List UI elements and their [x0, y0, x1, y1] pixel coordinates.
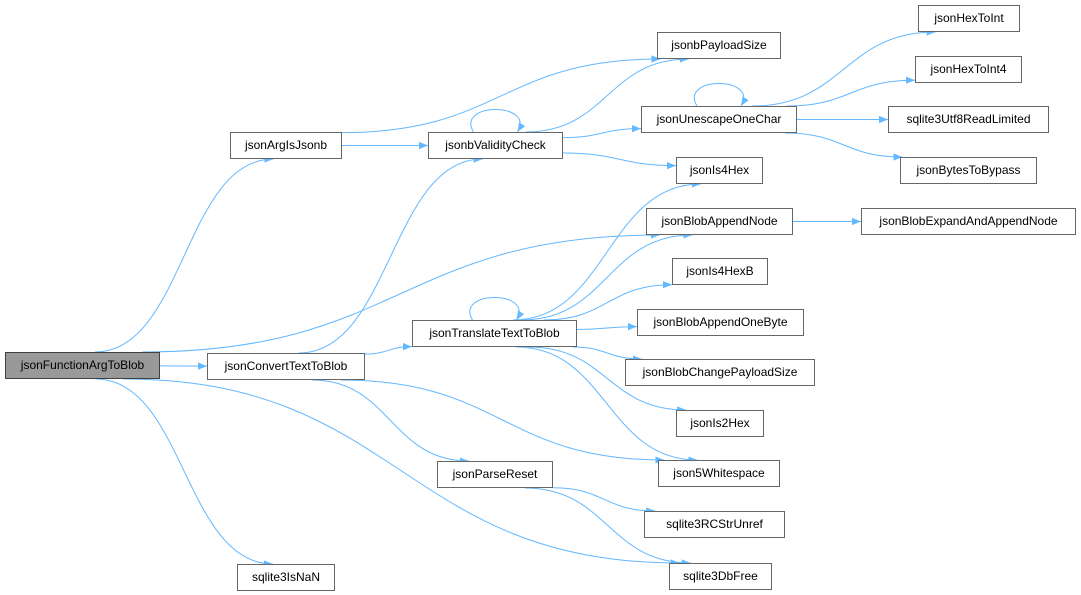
edge-json-function-arg-to-blob-to-json-arg-is-jsonb [94, 155, 274, 353]
node-json-parse-reset[interactable]: jsonParseReset [437, 461, 553, 488]
node-json-hex-to-int4[interactable]: jsonHexToInt4 [915, 56, 1022, 83]
node-sqlite3-utf8-read-limited[interactable]: sqlite3Utf8ReadLimited [888, 106, 1049, 133]
node-json-arg-is-jsonb[interactable]: jsonArgIsJsonb [230, 132, 342, 159]
edge-json-unescape-one-char-to-json-bytes-to-bypass [784, 132, 903, 161]
node-json-is4-hex[interactable]: jsonIs4Hex [676, 157, 763, 184]
edge-json-translate-text-to-blob-to-json-blob-append-node [521, 231, 693, 321]
node-sqlite3-rc-str-unref[interactable]: sqlite3RCStrUnref [644, 511, 785, 538]
node-json5-whitespace[interactable]: json5Whitespace [658, 460, 780, 487]
edge-json-parse-reset-to-sqlite3-rc-str-unref [552, 487, 656, 515]
edge-jsonb-validity-check-to-jsonb-payload-size [525, 55, 689, 133]
node-json-blob-append-one-byte[interactable]: jsonBlobAppendOneByte [637, 309, 804, 336]
edge-json-translate-text-to-blob-to-json-blob-change-payload-size [572, 346, 642, 363]
node-json-blob-append-node[interactable]: jsonBlobAppendNode [646, 208, 793, 235]
edge-json-translate-text-to-blob-to-json-blob-append-one-byte [576, 323, 638, 331]
node-jsonb-payload-size[interactable]: jsonbPayloadSize [657, 32, 781, 59]
node-sqlite3-db-free[interactable]: sqlite3DbFree [669, 563, 772, 590]
node-json-hex-to-int[interactable]: jsonHexToInt [918, 5, 1020, 32]
node-json-function-arg-to-blob[interactable]: jsonFunctionArgToBlob [5, 352, 160, 379]
node-json-blob-change-payload-size[interactable]: jsonBlobChangePayloadSize [625, 359, 815, 386]
node-json-is2-hex[interactable]: jsonIs2Hex [676, 410, 764, 437]
edge-json-unescape-one-char-to-json-hex-to-int [752, 28, 936, 107]
node-jsonb-validity-check[interactable]: jsonbValidityCheck [428, 132, 563, 159]
node-json-blob-expand-and-append-node[interactable]: jsonBlobExpandAndAppendNode [861, 208, 1076, 235]
edge-json-convert-text-to-blob-to-json-parse-reset [312, 379, 469, 465]
edge-json-translate-text-to-blob-to-json-is4-hex-b [543, 281, 673, 321]
edge-jsonb-validity-check-to-jsonb-validity-check [470, 109, 526, 133]
edge-json-function-arg-to-blob-to-json-blob-append-node [142, 231, 660, 353]
node-sqlite3-is-na-n[interactable]: sqlite3IsNaN [237, 564, 335, 591]
edge-json-arg-is-jsonb-to-jsonb-payload-size [341, 55, 661, 134]
edge-json-function-arg-to-blob-to-sqlite3-is-na-n [95, 378, 274, 568]
edge-json-translate-text-to-blob-to-json-is2-hex [528, 346, 687, 414]
edge-json-function-arg-to-blob-to-sqlite3-db-free [123, 378, 680, 567]
edge-json-convert-text-to-blob-to-json5-whitespace [340, 379, 665, 464]
node-json-convert-text-to-blob[interactable]: jsonConvertTextToBlob [207, 353, 365, 380]
edge-json-parse-reset-to-sqlite3-db-free [524, 487, 691, 567]
edge-json-unescape-one-char-to-json-unescape-one-char [693, 83, 749, 107]
edge-json-translate-text-to-blob-to-json5-whitespace [516, 346, 698, 464]
edge-json-translate-text-to-blob-to-json-translate-text-to-blob [469, 297, 525, 321]
node-json-unescape-one-char[interactable]: jsonUnescapeOneChar [641, 106, 797, 133]
edge-json-unescape-one-char-to-json-hex-to-int4 [786, 76, 916, 107]
node-json-bytes-to-bypass[interactable]: jsonBytesToBypass [900, 157, 1037, 184]
node-json-is4-hex-b[interactable]: jsonIs4HexB [672, 258, 768, 285]
edge-json-translate-text-to-blob-to-json-is4-hex [513, 180, 701, 321]
edge-jsonb-validity-check-to-json-is4-hex [562, 152, 677, 170]
edge-jsonb-validity-check-to-json-unescape-one-char [562, 125, 642, 139]
node-json-translate-text-to-blob[interactable]: jsonTranslateTextToBlob [412, 320, 577, 347]
edge-json-convert-text-to-blob-to-jsonb-validity-check [298, 155, 483, 354]
edge-json-convert-text-to-blob-to-json-translate-text-to-blob [364, 343, 413, 355]
